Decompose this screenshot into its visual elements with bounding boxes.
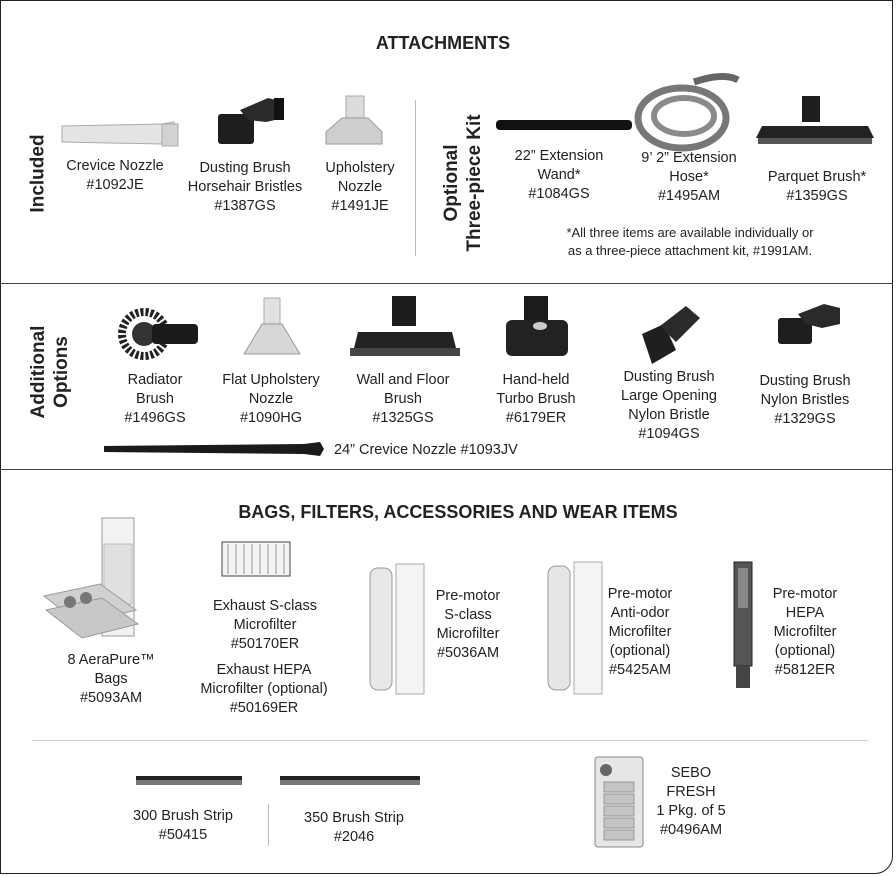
parquet-brush-icon	[756, 96, 874, 144]
bags-item: 8 AeraPure™ Bags #5093AM	[67, 652, 155, 706]
flat-upholstery-nozzle-item: Flat Upholstery Nozzle #1090HG	[222, 372, 320, 426]
anti-odor-filter-icon	[547, 561, 603, 695]
section-divider	[0, 469, 893, 470]
long-crevice-nozzle-icon	[104, 442, 324, 456]
kit-note: *All three items are available individua…	[566, 225, 814, 258]
brush-strip-300-icon	[136, 776, 242, 785]
subsection-divider	[32, 740, 868, 741]
premotor-filter-item: Pre-motor S-class Microfilter #5036AM	[435, 588, 501, 661]
brush-strip-300-item: 300 Brush Strip #50415	[133, 808, 233, 843]
turbo-brush-icon	[506, 296, 568, 356]
brush-strip-350-icon	[280, 776, 420, 785]
extension-hose-icon	[634, 73, 740, 152]
dusting-brush-nylon-icon	[778, 304, 840, 344]
radiator-brush-icon	[118, 308, 198, 360]
wall-floor-brush-icon	[350, 296, 460, 356]
sebo-fresh-item: SEBO FRESH 1 Pkg. of 5 #0496AM	[656, 765, 726, 838]
dusting-brush-large-icon	[642, 306, 700, 364]
exhaust-filter-icon	[221, 541, 291, 577]
hepa-exhaust-item: Exhaust HEPA Microfilter (optional) #501…	[200, 662, 328, 716]
turbo-brush-item: Hand-held Turbo Brush #6179ER	[496, 372, 576, 426]
wall-floor-brush-item: Wall and Floor Brush #1325GS	[356, 372, 450, 426]
parquet-brush-item: Parquet Brush* #1359GS	[767, 169, 867, 204]
column-divider	[415, 100, 416, 256]
sebo-fresh-icon	[594, 756, 644, 848]
included-label: Included	[27, 134, 49, 213]
dusting-brush-large-item: Dusting Brush Large Opening Nylon Bristl…	[621, 369, 717, 442]
bag-box-icon	[42, 517, 140, 639]
exhaust-filter-item: Exhaust S-class Microfilter #50170ER	[213, 598, 317, 652]
dusting-brush-icon	[218, 98, 284, 144]
upholstery-nozzle-icon	[325, 95, 383, 145]
optional-kit-label: Optional Three-piece Kit	[441, 114, 485, 252]
additional-options-label: Additional Options	[28, 325, 72, 419]
dusting-brush-nylon-item: Dusting Brush Nylon Bristles #1329GS	[759, 373, 851, 427]
bags-title: BAGS, FILTERS, ACCESSORIES AND WEAR ITEM…	[238, 502, 678, 522]
extension-wand-icon	[496, 120, 632, 130]
extension-hose-item: 9’ 2” Extension Hose* #1495AM	[641, 150, 737, 204]
section-divider	[0, 283, 893, 284]
column-divider	[268, 804, 269, 846]
upholstery-nozzle-item: Upholstery Nozzle #1491JE	[325, 160, 395, 214]
anti-odor-filter-item: Pre-motor Anti-odor Microfilter (optiona…	[607, 586, 673, 678]
premotor-filter-icon	[369, 563, 425, 695]
flat-upholstery-nozzle-icon	[243, 297, 301, 355]
hepa-premotor-filter-icon	[733, 561, 753, 688]
attachments-title: ATTACHMENTS	[375, 33, 511, 53]
hepa-premotor-filter-item: Pre-motor HEPA Microfilter (optional) #5…	[772, 586, 838, 678]
long-crevice-nozzle-item: 24” Crevice Nozzle #1093JV	[334, 442, 518, 458]
crevice-nozzle-icon	[61, 121, 179, 147]
dusting-brush-item: Dusting Brush Horsehair Bristles #1387GS	[187, 160, 303, 214]
radiator-brush-item: Radiator Brush #1496GS	[124, 372, 186, 426]
crevice-nozzle-item: Crevice Nozzle #1092JE	[66, 158, 164, 193]
brush-strip-350-item: 350 Brush Strip #2046	[304, 810, 404, 845]
extension-wand-item: 22” Extension Wand* #1084GS	[514, 148, 604, 202]
